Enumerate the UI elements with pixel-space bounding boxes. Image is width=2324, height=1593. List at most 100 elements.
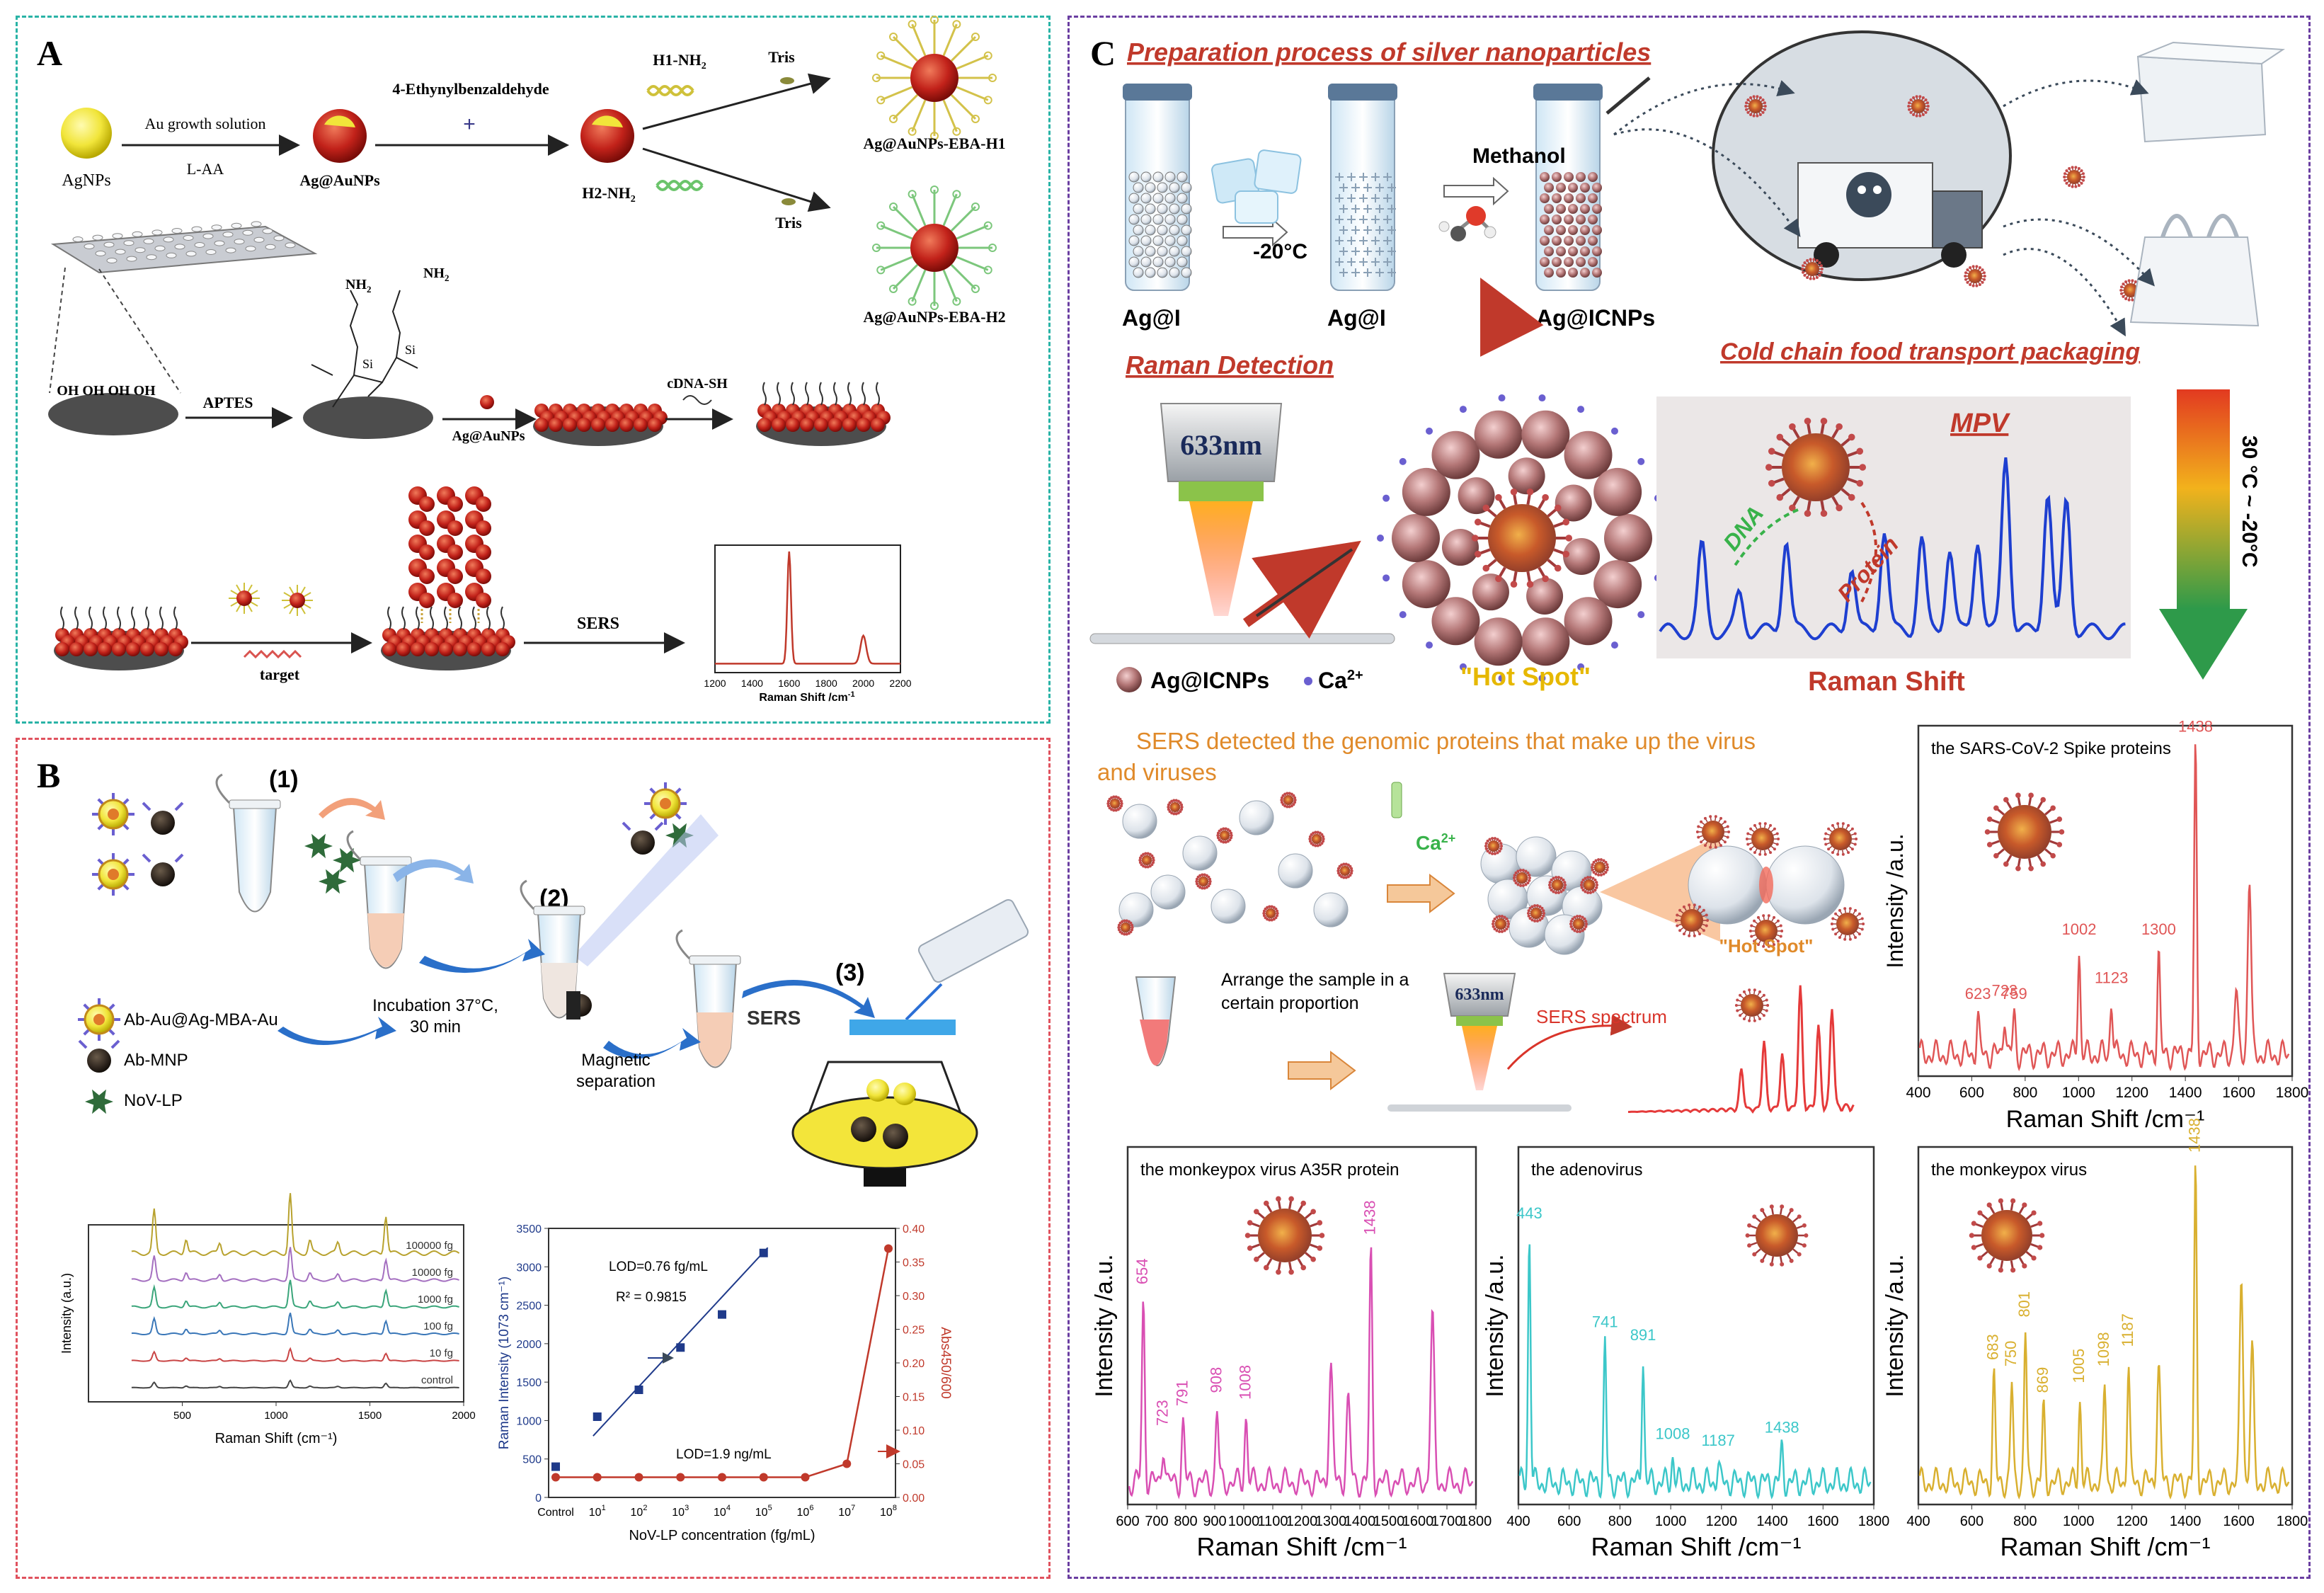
disc5-np	[98, 642, 112, 656]
chartMpox-xlabel: Raman Shift /cm⁻¹	[2000, 1532, 2210, 1561]
mix-virus-spike-tip	[1268, 905, 1271, 908]
tube-ag-particle	[1157, 182, 1168, 193]
mix-virus-spike-tip	[1177, 811, 1180, 815]
mix-virus-spike-tip	[1290, 804, 1293, 808]
scene-virus-spike-tip	[2077, 167, 2080, 171]
scene-virus-spike-tip	[1921, 96, 1925, 100]
scene-virus-spike-tip	[1983, 275, 1986, 278]
zoom-virus-spike-tip	[1830, 923, 1833, 925]
disc4-probe	[876, 382, 880, 406]
b2-x-tick-label: 105	[755, 1504, 772, 1519]
zoom-virus-core	[1755, 920, 1778, 942]
legend-probe-icon-center	[93, 1014, 105, 1025]
zoom-virus-spike-tip	[1698, 905, 1702, 908]
zoom-virus-spike-tip	[1695, 830, 1699, 833]
tube-icnp-particle	[1568, 204, 1578, 214]
tube-ice-crystal	[1359, 258, 1368, 266]
chartMpox-virus-spike-tip	[2022, 1263, 2027, 1269]
disc3-np	[549, 418, 563, 432]
agg-virus-spike-tip	[1571, 927, 1574, 931]
tube-icnp-particle	[1568, 225, 1578, 235]
mix-virus-spike-tip	[1281, 803, 1285, 806]
agg-virus-core	[1552, 879, 1563, 891]
central-virus-spike-tip	[1495, 575, 1502, 583]
ca-add-text: Ca	[1416, 832, 1441, 854]
raman-shift-label: Raman Shift	[1808, 667, 1965, 697]
h2-product-tip	[971, 202, 980, 212]
agg-virus-spike-tip	[1555, 891, 1558, 894]
b-target-star	[319, 869, 347, 894]
disc6-probe	[458, 606, 462, 630]
substrate-slide	[1089, 633, 1395, 644]
agg-virus-spike-tip	[1591, 877, 1595, 880]
mix-virus-spike-tip	[1196, 884, 1200, 888]
agg-virus-spike-tip	[1548, 886, 1552, 889]
b-mnp-ab	[142, 853, 184, 863]
tube-ag-particle	[1177, 214, 1188, 225]
mix-virus-spike-tip	[1316, 844, 1320, 847]
b2-x-tick-exp: 8	[893, 1504, 897, 1512]
scene-virus-spike-tip	[1981, 280, 1984, 284]
target-label: target	[260, 666, 300, 683]
tube-ag-particle	[1128, 256, 1140, 268]
zoom-virus-spike-tip	[1836, 852, 1840, 856]
sers-small-virus-spike-tip	[1762, 1014, 1765, 1017]
chartMpox-virus-spike-tip	[1998, 1198, 2003, 1204]
sers-small-virus-core	[1741, 994, 1763, 1017]
mix-virus-spike-tip	[1310, 842, 1313, 845]
mix-virus-spike-tip	[1201, 873, 1204, 877]
zoom-virus-spike-tip	[1847, 823, 1850, 827]
spectrum-arrow	[1506, 1014, 1632, 1070]
dotted-arrow	[2003, 248, 2126, 337]
agg-virus-spike-tip	[1583, 917, 1586, 920]
tube-icnp-particle	[1564, 193, 1574, 203]
scene-virus-spike-tip	[1912, 113, 1916, 116]
tube-icnp-particle	[1580, 268, 1590, 278]
agg-virus-spike-tip	[1542, 912, 1546, 915]
icnp-sphere	[1564, 430, 1613, 479]
chartA35R-virus-spike-tip	[1317, 1245, 1323, 1251]
chartSars-virus-spike-tip	[2050, 805, 2056, 811]
agg-virus-spike-tip	[1530, 905, 1534, 908]
scene-virus-spike-tip	[1964, 271, 1968, 275]
disc6-np	[396, 642, 411, 656]
h1-product-tip	[872, 74, 881, 82]
chartAdeno-virus-spike-tip	[1789, 1258, 1794, 1263]
h1-product-arm	[942, 23, 958, 57]
tube-4-cap	[689, 955, 741, 965]
scene-virus-spike-tip	[1820, 268, 1824, 270]
zoom-virus-spike-tip	[1850, 827, 1854, 830]
legend-mnp-icon-core	[87, 1049, 111, 1073]
mix-virus-spike-tip	[1114, 795, 1118, 799]
tube-ag-particle	[1140, 256, 1152, 268]
agg-virus-spike-tip	[1550, 878, 1553, 881]
ca-ion-dot	[1577, 663, 1585, 670]
zoom-line-right	[98, 268, 181, 394]
si-atom-1: Si	[362, 357, 373, 371]
mix-virus-spike-tip	[1127, 932, 1130, 935]
disc6-probe	[444, 606, 448, 630]
tube-ag-particle	[1177, 235, 1188, 246]
scene-virus-spike-tip	[1746, 98, 1750, 102]
chartA35R-x-tick-label: 800	[1174, 1514, 1197, 1529]
zoom-virus-spike-tip	[1860, 927, 1864, 931]
nh2-text-1: NH	[345, 277, 367, 292]
tube-ag-particle	[1157, 224, 1168, 236]
b2-x-tick-label: 104	[714, 1504, 731, 1519]
stack-np	[476, 544, 491, 560]
hot-spot-cluster	[1377, 394, 1667, 682]
nh2-label-1: NH2	[345, 277, 372, 295]
mini-tick-label: 2000	[852, 678, 874, 689]
b2-x-tick-exp: 1	[602, 1504, 606, 1512]
mix-virus-spike-tip	[1108, 806, 1111, 810]
icnp-sphere-inner	[1526, 577, 1564, 615]
disc4-np	[842, 418, 857, 432]
mix-virus-core	[1220, 830, 1230, 840]
chartA35R-x-tick-label: 1800	[1460, 1514, 1492, 1529]
chartA35R-virus-spike-tip	[1310, 1256, 1316, 1262]
b2-abs-point	[801, 1473, 810, 1482]
zoom-virus-spike-tip	[1703, 844, 1707, 847]
tube-2-liquid	[367, 913, 404, 967]
agg-virus-spike-tip	[1591, 890, 1595, 893]
chartA35R-x-tick-label: 1000	[1228, 1514, 1260, 1529]
